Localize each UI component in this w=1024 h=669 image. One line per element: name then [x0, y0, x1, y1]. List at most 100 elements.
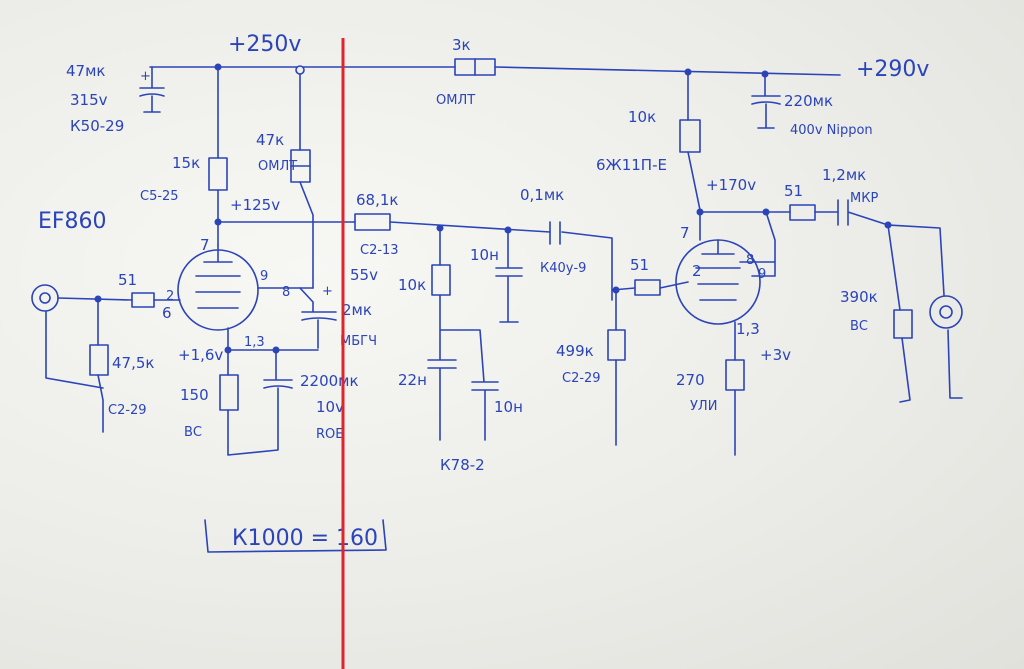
resistor-68k-type: С2-13 [360, 243, 399, 258]
resistor-150-value: 150 [180, 386, 209, 404]
cathode-voltage-1: +1,6v [178, 346, 223, 364]
resistor-47-5k [89, 344, 109, 376]
output-jack [929, 295, 963, 329]
anode-voltage-2: +170v [706, 176, 756, 194]
cap-47u-plus: + [140, 69, 151, 84]
resistor-68k [354, 213, 391, 231]
s2-pin-cathode: 1,3 [736, 320, 760, 338]
cap-2u-type: МБГЧ [340, 334, 377, 349]
resistor-15k [208, 157, 228, 191]
cathode-voltage-2: +3v [760, 346, 791, 364]
resistor-499k [607, 329, 626, 361]
resistor-10k-anode2-value: 10к [628, 108, 656, 126]
s1-pin-screen: 9 [260, 269, 268, 284]
s1-pin-heater: 6 [162, 304, 172, 322]
gain-note: К1000 = 160 [232, 526, 378, 551]
s1-pin-grid: 2 [166, 289, 174, 304]
resistor-10k-filter [431, 264, 451, 296]
cap-0-1u-value: 0,1мк [520, 186, 564, 204]
cap-2200-value: 2200мк [300, 372, 359, 390]
tube2-name: 6Ж11П-Е [596, 156, 667, 174]
resistor-51-out-value: 51 [784, 182, 803, 200]
wire-filter-network [427, 227, 499, 441]
resistor-47k-value: 47к [256, 131, 284, 149]
s1-pin-cathode: 1,3 [244, 335, 265, 350]
cap-220u [751, 73, 781, 129]
wire-cathode-1 [227, 327, 319, 456]
cap-1-2u-type: МКР [850, 191, 878, 206]
s1-pin-g3: 8 [282, 285, 290, 300]
tube-6zh11p [675, 239, 761, 325]
wire-grid2 [611, 281, 689, 446]
node-cathode-cap [272, 346, 280, 354]
resistor-47-5k-value: 47,5к [112, 354, 154, 372]
cap-220u-rating: 400v Nippon [790, 123, 873, 138]
resistor-68k-value: 68,1к [356, 191, 398, 209]
cap-47u [139, 66, 165, 113]
cap-10n-a-value: 10н [470, 246, 499, 264]
resistor-390k-value: 390к [840, 288, 878, 306]
wire-anode2-out [699, 211, 839, 277]
cap-47u-value: 47мк [66, 62, 105, 80]
s2-pin-anode: 7 [680, 224, 690, 242]
resistor-47k-type: ОМЛТ [258, 159, 297, 174]
s2-pin-g3: 9 [758, 267, 766, 282]
cap-2u [299, 287, 337, 349]
wire-output [887, 224, 963, 403]
cap-10n-a [495, 229, 523, 323]
cap-220u-value: 220мк [784, 92, 833, 110]
gain-note-box [204, 519, 387, 553]
cap-47u-type: К50-29 [70, 117, 124, 135]
input-jack [31, 284, 59, 312]
cap-47u-voltage: 315v [70, 91, 108, 109]
supply-rail-right [494, 66, 841, 76]
wire-interstage [217, 221, 613, 301]
resistor-51-grid2 [634, 279, 661, 296]
cap-22n-value: 22н [398, 371, 427, 389]
resistor-270 [725, 359, 745, 391]
resistor-3k-value: 3к [452, 36, 471, 54]
filter-cap-type: К78-2 [440, 456, 485, 474]
cap-0-1u [549, 221, 561, 245]
resistor-499k-type: С2-29 [562, 371, 601, 386]
resistor-10k-filter-value: 10к [398, 276, 426, 294]
resistor-390k-type: ВС [850, 319, 868, 334]
resistor-3k-type: ОМЛТ [436, 93, 475, 108]
cap-0-1u-type: К40у-9 [540, 261, 586, 276]
filter-voltage: 55v [350, 266, 378, 284]
resistor-51-grid2-value: 51 [630, 256, 649, 274]
wire-input [57, 297, 181, 301]
resistor-150-type: ВС [184, 425, 202, 440]
anode-voltage-1: +125v [230, 196, 280, 214]
cap-2u-value: 2мк [342, 301, 372, 319]
resistor-10k-anode2 [679, 119, 701, 153]
resistor-270-type: УЛИ [690, 399, 717, 414]
s2-pin-screen: 8 [746, 253, 754, 268]
rail-label-250: +250v [228, 32, 301, 57]
tube1-name: EF860 [38, 209, 107, 234]
cap-1-2u [837, 199, 889, 226]
node-screen-rail [295, 65, 305, 75]
s2-pin-grid: 2 [692, 262, 702, 280]
resistor-51-grid1 [131, 292, 155, 308]
resistor-150 [219, 374, 239, 411]
cap-10n-b-value: 10н [494, 398, 523, 416]
node-cathode-1 [224, 346, 232, 354]
resistor-15k-type: С5-25 [140, 189, 179, 204]
rail-label-290: +290v [856, 57, 929, 82]
resistor-499k-value: 499к [556, 342, 594, 360]
wire-screen-1 [299, 73, 314, 289]
tube-ef860 [177, 244, 259, 331]
cap-2200-voltage: 10v [316, 398, 344, 416]
wire-input-leak [45, 298, 104, 433]
resistor-51-out [789, 204, 816, 221]
cap-2200-type: ROE [316, 427, 343, 442]
cap-1-2u-value: 1,2мк [822, 166, 866, 184]
resistor-390k [893, 309, 913, 339]
resistor-47-5k-type: С2-29 [108, 403, 147, 418]
resistor-270-value: 270 [676, 371, 705, 389]
cap-2u-plus: + [322, 284, 333, 299]
resistor-51-grid1-value: 51 [118, 271, 137, 289]
